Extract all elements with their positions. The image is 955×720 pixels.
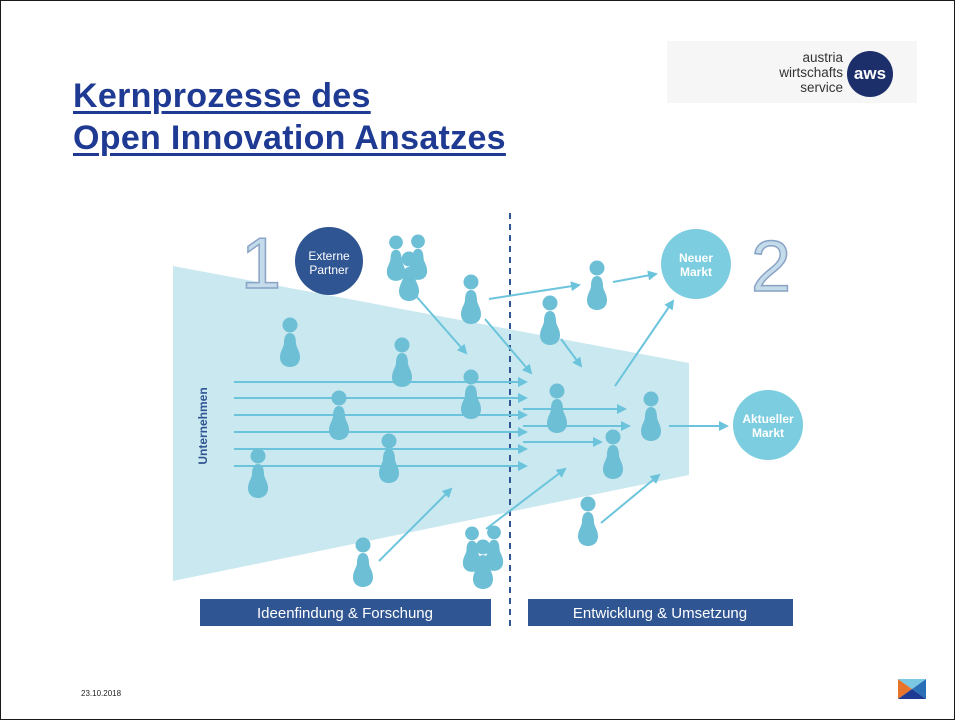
external-partner-label-2: Partner (309, 263, 348, 277)
arrow-spinout-bottom (600, 473, 661, 524)
person-icon (587, 260, 607, 310)
external-partner-node: Externe Partner (295, 227, 363, 295)
phase-2-band: Entwicklung & Umsetzung (528, 599, 793, 626)
current-market-node: Aktueller Markt (733, 390, 803, 460)
arrow-external-inflow-2 (485, 467, 567, 530)
external-partner-label-1: Externe (308, 249, 350, 263)
new-market-circle (661, 229, 731, 299)
logo-line-2: wirtschafts (779, 65, 843, 80)
phase-1-label: Ideenfindung & Forschung (257, 605, 433, 622)
aws-logo-text: austria wirtschafts service (779, 50, 843, 95)
open-flow-arrows (378, 270, 729, 562)
new-market-node: Neuer Markt (661, 229, 731, 299)
arrow-inflow-mid (484, 318, 533, 375)
person-icon (461, 274, 481, 324)
current-market-circle (733, 390, 803, 460)
current-market-label-2: Markt (752, 426, 784, 440)
phase-2-bar (528, 599, 793, 626)
step-1-number: 1 (241, 224, 281, 304)
arrow-to-new-market-2 (614, 299, 675, 387)
title-line-1: Kernprozesse des (73, 77, 371, 115)
new-market-label-1: Neuer (679, 251, 713, 265)
person-icon (353, 537, 373, 587)
step-2-number: 2 (751, 227, 791, 307)
company-label: Unternehmen (196, 387, 210, 464)
arrow-spinout-up (488, 281, 581, 300)
person-icon (578, 496, 598, 546)
arrow-inflow-right (560, 338, 583, 368)
aws-logo: austria wirtschafts service aws (667, 41, 917, 103)
title-line-2: Open Innovation Ansatzes (73, 119, 506, 157)
external-partner-circle (295, 227, 363, 295)
person-icon (540, 295, 560, 345)
arrow-partner-inflow (415, 295, 468, 355)
internal-flow-arrows (234, 377, 631, 471)
slide-title: Kernprozesse des Open Innovation Ansatze… (73, 75, 506, 159)
innovation-funnel (173, 266, 689, 581)
logo-line-1: austria (802, 50, 843, 65)
current-market-label-1: Aktueller (742, 412, 794, 426)
arrow-external-inflow-1 (378, 487, 453, 562)
phase-2-label: Entwicklung & Umsetzung (573, 605, 747, 622)
phase-1-bar (200, 599, 491, 626)
logo-line-3: service (800, 80, 843, 95)
arrow-to-new-market-1 (612, 270, 658, 283)
corner-brand-icon (898, 679, 926, 699)
phase-1-band: Ideenfindung & Forschung (200, 599, 491, 626)
aws-badge: aws (847, 51, 893, 97)
slide-date: 23.10.2018 (81, 689, 122, 698)
new-market-label-2: Markt (680, 265, 712, 279)
